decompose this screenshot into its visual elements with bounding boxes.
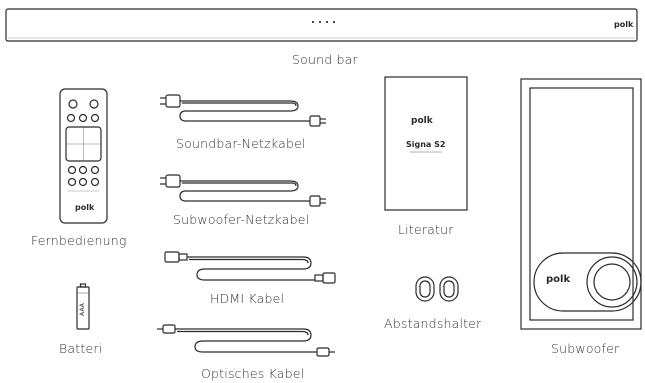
hdmi-cable-label: HDMI Kabel	[210, 291, 285, 306]
remote-logo: polk	[75, 203, 95, 212]
soundbar-label: Sound bar	[292, 52, 358, 67]
soundbar-power-cable-drawing	[160, 94, 326, 127]
literature-booklet	[384, 76, 468, 211]
spacers-figure	[414, 276, 460, 302]
subwoofer-logo: polk	[546, 274, 571, 285]
hdmi-cable-drawing	[164, 251, 336, 284]
soundbar-figure: polk	[5, 8, 638, 42]
optical-cable-drawing	[157, 324, 335, 357]
literature-figure: polk Signa S2	[384, 76, 468, 211]
optical-cable-label: Optisches Kabel	[201, 366, 305, 381]
soundbar-power-cable-figure	[160, 92, 330, 127]
subwoofer-figure: polk	[520, 78, 643, 330]
battery-text: AAA	[78, 303, 86, 316]
battery-label: Batteri	[59, 341, 103, 356]
spacers-drawing	[415, 276, 459, 302]
subwoofer-power-cable-drawing	[160, 174, 326, 207]
optical-cable-figure	[157, 322, 337, 357]
remote-label: Fernbedienung	[31, 233, 127, 248]
subwoofer-drawing	[520, 78, 642, 330]
remote-drawing	[59, 88, 108, 224]
literature-title: Signa S2	[406, 140, 446, 149]
soundbar-logo: polk	[614, 20, 634, 29]
battery-drawing	[76, 283, 90, 330]
remote-figure: polk	[59, 88, 108, 224]
subwoofer-power-cable-figure	[160, 172, 330, 207]
literature-brand: polk	[411, 116, 433, 126]
subwoofer-power-cable-label: Subwoofer-Netzkabel	[173, 212, 310, 227]
hdmi-cable-figure	[164, 250, 336, 284]
subwoofer-label: Subwoofer	[551, 341, 620, 356]
soundbar-drawing	[5, 8, 638, 42]
battery-figure: AAA	[75, 283, 91, 330]
spacers-label: Abstandshalter	[384, 316, 482, 331]
literature-label: Literatur	[398, 222, 454, 237]
soundbar-power-cable-label: Soundbar-Netzkabel	[176, 136, 306, 151]
